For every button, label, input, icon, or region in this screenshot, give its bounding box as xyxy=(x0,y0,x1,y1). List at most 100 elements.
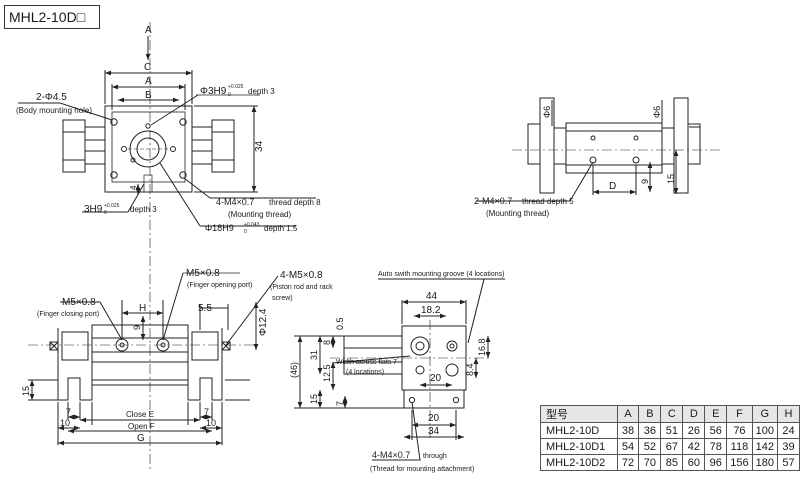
cell-g: 142 xyxy=(751,438,778,455)
side-thread-note: (Mounting thread) xyxy=(486,209,549,218)
end-thread-through: through xyxy=(423,453,447,460)
header-g: G xyxy=(751,405,778,423)
front-dim-7-right: 7 xyxy=(204,407,209,417)
cell-d: 26 xyxy=(682,422,706,439)
end-dim-20-b: 20 xyxy=(428,413,440,424)
cell-model: MHL2-10D2 xyxy=(540,454,618,471)
end-thread-label: 4-M4×0.7 xyxy=(372,450,410,460)
header-a: A xyxy=(616,405,640,423)
side-dim-6-top: Φ6 xyxy=(542,106,552,118)
body-hole-label: 2-Φ4.5 xyxy=(36,92,67,103)
end-dim-46: (46) xyxy=(289,362,299,378)
end-view xyxy=(294,278,505,461)
bore-tol: +0.043 xyxy=(244,222,260,228)
dim-c-label: C xyxy=(144,62,151,73)
top-thread-depth: thread depth 8 xyxy=(269,198,321,207)
piston-thread-label: 4-M5×0.8 xyxy=(280,270,323,281)
side-thread-label: 2-M4×0.7 xyxy=(474,196,512,206)
front-dim-10-left: 10 xyxy=(60,418,70,428)
end-dim-8: 8 xyxy=(322,340,332,345)
header-model: 型号 xyxy=(540,405,618,423)
end-thread-note: (Thread for mounting attachment) xyxy=(370,466,474,473)
end-dim-15: 15 xyxy=(309,394,319,404)
body-hole-note: (Body mounting hole) xyxy=(16,106,92,115)
header-c: C xyxy=(660,405,684,423)
piston-note-1: (Piston rod and rack xyxy=(270,284,333,291)
flats-label: Width across flats 7 xyxy=(336,359,397,366)
front-dim-7-left: 7 xyxy=(66,407,71,417)
dim-4-label: 4 xyxy=(129,185,138,190)
cell-h: 24 xyxy=(776,422,800,439)
close-e-label: Close E xyxy=(126,410,154,419)
end-dim-8-4: 8.4 xyxy=(465,363,475,376)
cell-model: MHL2-10D xyxy=(540,422,618,439)
pin-bottom-tol: +0.025 xyxy=(104,203,120,209)
side-dim-15: 15 xyxy=(666,174,676,184)
header-b: B xyxy=(638,405,662,423)
section-marker-a: A xyxy=(145,25,152,36)
cell-c: 51 xyxy=(660,422,684,439)
cell-f: 156 xyxy=(726,454,753,471)
cell-b: 70 xyxy=(638,454,662,471)
model-title: MHL2-10D□ xyxy=(4,5,100,29)
end-dim-16-8: 16.8 xyxy=(477,338,487,356)
front-dim-12-4: Φ12.4 xyxy=(258,308,269,336)
cell-b: 36 xyxy=(638,422,662,439)
cell-a: 38 xyxy=(616,422,640,439)
end-dim-12-5: 12.5 xyxy=(322,364,332,382)
end-dim-18-2: 18.2 xyxy=(421,305,441,316)
dim-a-label: A xyxy=(145,76,152,87)
cell-e: 56 xyxy=(704,422,728,439)
end-dim-20-a: 20 xyxy=(430,373,442,384)
side-dim-6-right: Φ6 xyxy=(652,106,662,118)
side-dim-9: 9 xyxy=(640,179,650,184)
end-dim-0-5: 0.5 xyxy=(335,317,345,330)
pin-bottom-main: 3H9 xyxy=(84,204,103,215)
header-e: E xyxy=(704,405,728,423)
side-view xyxy=(476,97,720,202)
pin-top-tol0: 0 xyxy=(228,92,231,98)
dim-b-label: B xyxy=(145,90,152,101)
front-dim-g: G xyxy=(137,433,145,444)
cell-model: MHL2-10D1 xyxy=(540,438,618,455)
end-dim-34: 34 xyxy=(428,426,440,437)
front-dim-h: H xyxy=(139,303,146,314)
top-thread-label: 4-M4×0.7 xyxy=(216,197,254,207)
flats-count: (4 locations) xyxy=(346,369,384,376)
cell-c: 85 xyxy=(660,454,684,471)
front-dim-9: 9 xyxy=(132,325,142,330)
groove-note: Auto swith mounting groove (4 locations) xyxy=(378,271,504,278)
open-port-label: M5×0.8 xyxy=(186,268,220,279)
pin-top-main: Φ3H9 xyxy=(200,86,227,97)
pin-top-depth: depth 3 xyxy=(248,87,275,96)
piston-note-2: screw) xyxy=(272,295,293,302)
end-dim-7: 7 xyxy=(335,401,345,406)
cell-d: 42 xyxy=(682,438,706,455)
cell-g: 100 xyxy=(751,422,778,439)
table-header-row: 型号 A B C D E F G H xyxy=(540,405,800,423)
header-h: H xyxy=(776,405,800,423)
side-thread-depth: thread depth 5 xyxy=(522,197,574,206)
table-row: MHL2-10D1 54 52 67 42 78 118 142 39 xyxy=(540,438,800,455)
pin-top-tol: +0.025 xyxy=(228,84,244,90)
dim-34-label: 34 xyxy=(254,140,265,152)
top-thread-note: (Mounting thread) xyxy=(228,210,291,219)
pin-bottom-tol0: 0 xyxy=(104,210,107,216)
cell-d: 60 xyxy=(682,454,706,471)
end-dim-44: 44 xyxy=(426,291,438,302)
end-dim-31: 31 xyxy=(309,350,319,360)
cell-f: 76 xyxy=(726,422,753,439)
front-dim-5-5: 5.5 xyxy=(198,303,212,314)
bore-label: Φ18H9 xyxy=(205,223,234,233)
close-port-label: M5×0.8 xyxy=(62,297,96,308)
bore-depth: depth 1.5 xyxy=(264,224,298,233)
cell-a: 72 xyxy=(616,454,640,471)
pin-bottom-depth: depth 3 xyxy=(130,205,157,214)
bore-tol0: 0 xyxy=(244,229,247,235)
close-port-note: (Finger closing port) xyxy=(37,311,99,318)
cell-c: 67 xyxy=(660,438,684,455)
dimension-table: 型号 A B C D E F G H MHL2-10D 38 36 51 26 … xyxy=(540,405,800,471)
open-port-note: (Finger opening port) xyxy=(187,282,252,289)
front-dim-15: 15 xyxy=(21,386,31,396)
